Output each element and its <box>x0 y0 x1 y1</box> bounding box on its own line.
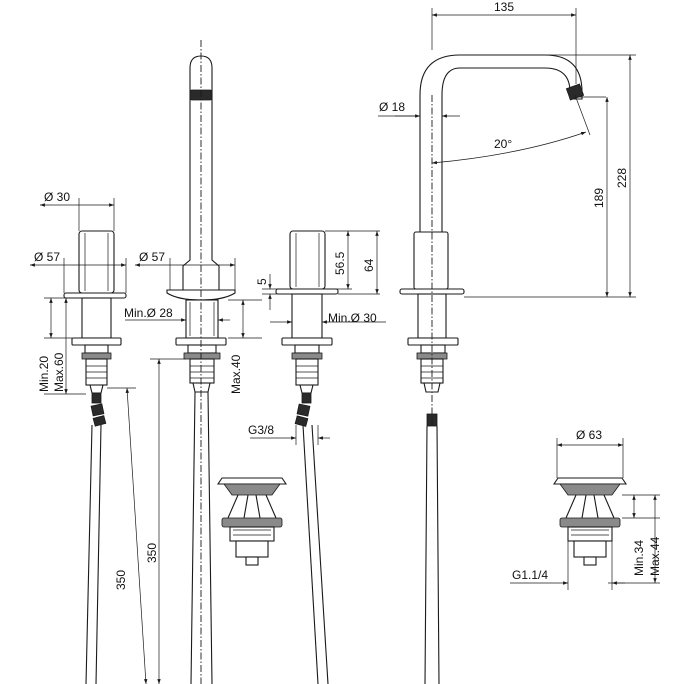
waste-drain-middle <box>216 477 288 566</box>
label-d57-left: Ø 57 <box>34 250 60 264</box>
right-spout-tube <box>419 54 583 233</box>
label-max60: Max.60 <box>52 352 66 392</box>
label-min20: Min.20 <box>37 356 51 392</box>
left-handle-knob <box>78 230 115 294</box>
label-d63: Ø 63 <box>576 428 602 442</box>
label-g1-1-4: G1.1/4 <box>512 568 548 582</box>
label-56-5: 56.5 <box>333 251 347 275</box>
label-d30-handle: Ø 30 <box>44 190 70 204</box>
label-135: 135 <box>494 0 514 14</box>
center-spout-assembly <box>150 40 262 684</box>
dimension-labels: Ø 30 Ø 57 Ø 57 Min.Ø 28 Min.Ø 30 Ø 18 13… <box>34 0 662 590</box>
left-handle-assembly <box>63 230 148 684</box>
right-handle-rosette <box>275 288 339 295</box>
label-5: 5 <box>255 278 269 285</box>
label-min-d28: Min.Ø 28 <box>124 306 173 320</box>
label-min34: Min.34 <box>632 540 646 576</box>
label-min-d30: Min.Ø 30 <box>328 311 377 325</box>
label-g3-8: G3/8 <box>248 423 274 437</box>
label-64: 64 <box>362 258 376 272</box>
label-max40: Max.40 <box>229 354 243 394</box>
label-d18: Ø 18 <box>379 100 405 114</box>
left-dimensions <box>30 198 386 445</box>
right-handle-assembly <box>262 230 380 684</box>
label-228: 228 <box>615 168 629 188</box>
center-spout-tube <box>182 55 220 291</box>
left-handle-rosette <box>63 292 127 299</box>
right-handle-knob <box>289 230 326 290</box>
waste-drain-right <box>510 438 660 590</box>
label-350-left: 350 <box>114 570 128 590</box>
right-spout-assembly <box>378 8 636 684</box>
label-350-mid: 350 <box>145 543 159 563</box>
label-angle-20: 20° <box>494 137 512 151</box>
label-189: 189 <box>592 188 606 208</box>
label-d57-spout: Ø 57 <box>139 250 165 264</box>
label-max44: Max.44 <box>648 536 662 576</box>
